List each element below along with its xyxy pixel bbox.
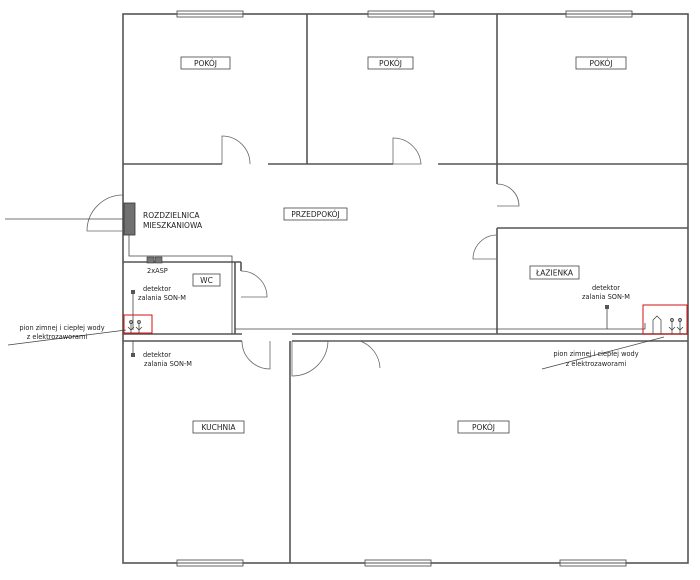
- window-bottom-3: [559, 559, 627, 567]
- door-bottom-room: [291, 340, 381, 377]
- asp-label: 2xASP: [147, 267, 168, 275]
- asp-modules: [146, 256, 163, 264]
- door-wc: [240, 270, 268, 298]
- detector-bath-marker: [605, 305, 609, 309]
- detector-kitchen-label-1: detektor: [143, 351, 171, 359]
- door-top-mid: [392, 137, 422, 165]
- leader-lines: [7, 329, 665, 370]
- svg-text:POKÓJ: POKÓJ: [194, 59, 217, 68]
- riser-box-right: [642, 304, 688, 335]
- window-top-2: [367, 10, 435, 18]
- window-top-1: [176, 10, 244, 18]
- room-label-kitchen: KUCHNIA: [192, 420, 245, 434]
- detector-kitchen-label-2: zalania SON-M: [144, 360, 192, 368]
- windows: [176, 10, 633, 567]
- detector-bath-label-1: detektor: [592, 284, 620, 292]
- riser-box-left: [123, 314, 153, 334]
- svg-text:KUCHNIA: KUCHNIA: [201, 423, 236, 432]
- detector-wc-marker: [131, 290, 135, 294]
- room-label-hallway: PRZEDPOKÓJ: [283, 207, 348, 221]
- door-kitchen: [241, 340, 271, 370]
- room-label-bottom: POKÓJ: [457, 420, 510, 434]
- riser-left-label-2: z elektrozaworami: [27, 333, 88, 341]
- svg-text:POKÓJ: POKÓJ: [472, 423, 495, 432]
- distribution-panel: [123, 202, 136, 236]
- room-label-top-mid: POKÓJ: [367, 56, 414, 70]
- door-entrance: [86, 194, 124, 232]
- distribution-label-1: ROZDZIELNICA: [143, 211, 200, 220]
- svg-text:WC: WC: [200, 276, 213, 285]
- doors: [86, 135, 520, 377]
- svg-text:ŁAZIENKA: ŁAZIENKA: [535, 269, 574, 278]
- detector-kitchen-marker: [131, 353, 135, 357]
- room-label-bathroom: ŁAZIENKA: [529, 265, 580, 280]
- detector-wc-label-2: zalania SON-M: [138, 294, 186, 302]
- riser-left-label-1: pion zimnej i ciepłej wody: [19, 324, 104, 332]
- door-hall-right: [496, 183, 520, 207]
- room-label-top-left: POKÓJ: [180, 56, 231, 70]
- svg-text:PRZEDPOKÓJ: PRZEDPOKÓJ: [291, 210, 339, 219]
- detectors: [131, 290, 609, 357]
- svg-text:POKÓJ: POKÓJ: [379, 59, 402, 68]
- svg-text:POKÓJ: POKÓJ: [589, 59, 612, 68]
- distribution-label-2: MIESZKANIOWA: [143, 221, 203, 230]
- riser-right-label-1: pion zimnej i ciepłej wody: [553, 350, 638, 358]
- room-label-top-right: POKÓJ: [575, 56, 627, 70]
- door-top-left: [221, 135, 251, 165]
- riser-right-label-2: z elektrozaworami: [566, 360, 627, 368]
- window-top-3: [565, 10, 633, 18]
- window-bottom-1: [176, 559, 244, 567]
- window-bottom-2: [364, 559, 432, 567]
- wiring: [128, 235, 646, 355]
- detector-bath-label-2: zalania SON-M: [582, 293, 630, 301]
- door-bathroom: [472, 234, 498, 260]
- detector-wc-label-1: detektor: [143, 285, 171, 293]
- room-label-wc: WC: [192, 273, 221, 287]
- interior-walls: [123, 14, 688, 563]
